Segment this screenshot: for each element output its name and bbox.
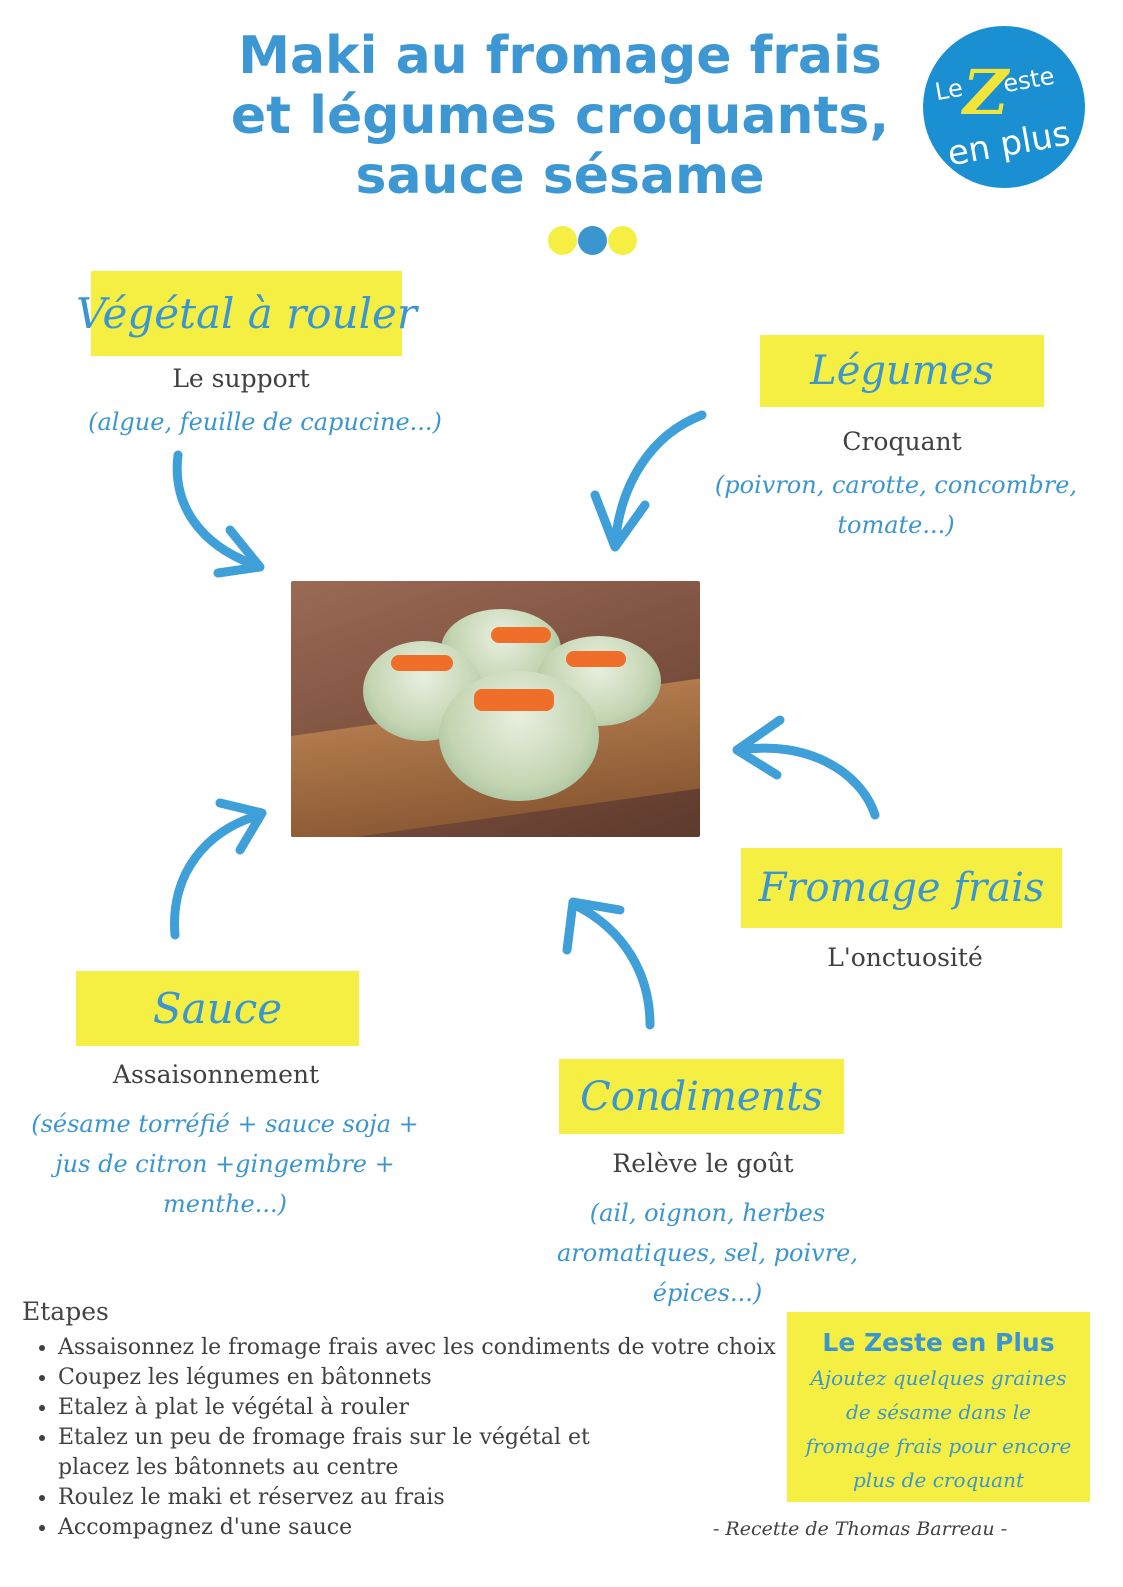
step-item-1: Assaisonnez le fromage frais avec les co… — [58, 1333, 818, 1363]
maki-photo — [291, 581, 700, 837]
logo-este: este — [1000, 61, 1057, 99]
label-condiments: Condiments — [559, 1059, 844, 1134]
step-item-5: Roulez le maki et réservez au frais — [58, 1483, 818, 1513]
examples-vegetal: (algue, feuille de capucine...) — [88, 408, 442, 436]
dot-yellow-left — [548, 226, 577, 255]
le-zeste-en-plus-logo: Le Z este en plus — [923, 26, 1085, 188]
carrot-left — [391, 655, 453, 671]
steps-title: Etapes — [22, 1297, 109, 1326]
subtitle-vegetal: Le support — [172, 364, 310, 393]
subtitle-condiments: Relève le goût — [612, 1149, 794, 1178]
title-line-3: sauce sésame — [355, 146, 765, 206]
examples-condiments-line1: (ail, oignon, herbes — [589, 1199, 826, 1227]
carrot-right — [566, 651, 626, 667]
examples-condiments-line2: aromatiques, sel, poivre, — [556, 1239, 859, 1267]
step-item-4: Etalez un peu de fromage frais sur le vé… — [58, 1423, 658, 1483]
logo-le: Le — [932, 73, 965, 107]
label-sauce: Sauce — [76, 971, 359, 1046]
examples-condiments-line3: épices...) — [652, 1279, 763, 1307]
label-vegetal: Végétal à rouler — [76, 271, 417, 356]
recipe-credit: - Recette de Thomas Barreau - — [712, 1518, 1008, 1540]
arrow-icon-legumes — [590, 410, 707, 552]
step-item-2: Coupez les légumes en bâtonnets — [58, 1363, 818, 1393]
dot-blue — [578, 226, 607, 255]
arrow-icon-fromage — [732, 715, 880, 820]
examples-sauce-line3: menthe...) — [163, 1190, 287, 1218]
arrow-icon-vegetal — [172, 450, 265, 578]
zeste-tip-box: Le Zeste en Plus Ajoutez quelques graine… — [787, 1312, 1090, 1502]
subtitle-fromage-frais: L'onctuosité — [827, 943, 983, 972]
label-legumes: Légumes — [760, 335, 1044, 407]
examples-sauce-line1: (sésame torréfié + sauce soja + — [31, 1110, 419, 1138]
carrot-front — [474, 689, 554, 711]
dot-yellow-right — [608, 226, 637, 255]
logo-z: Z — [963, 56, 1009, 129]
arrow-icon-condiments — [562, 897, 655, 1030]
step-item-3: Etalez à plat le végétal à rouler — [58, 1393, 818, 1423]
decorative-dots — [548, 226, 638, 256]
examples-condiments: (ail, oignon, herbes aromatiques, sel, p… — [535, 1193, 880, 1313]
examples-legumes-line1: (poivron, carotte, concombre, — [714, 471, 1078, 499]
title-line-2: et légumes croquants, — [230, 86, 890, 146]
steps-list: Assaisonnez le fromage frais avec les co… — [30, 1333, 818, 1543]
examples-legumes: (poivron, carotte, concombre, tomate...) — [700, 465, 1092, 545]
subtitle-legumes: Croquant — [842, 427, 962, 456]
examples-sauce: (sésame torréfié + sauce soja + jus de c… — [30, 1104, 420, 1224]
carrot-back — [491, 627, 551, 643]
examples-legumes-line2: tomate...) — [837, 511, 955, 539]
tip-body: Ajoutez quelques graines de sésame dans … — [805, 1366, 1072, 1492]
title-line-1: Maki au fromage frais — [238, 26, 882, 86]
page-title: Maki au fromage frais et légumes croquan… — [180, 26, 940, 206]
examples-sauce-line2: jus de citron +gingembre + — [55, 1150, 395, 1178]
subtitle-sauce: Assaisonnement — [112, 1060, 320, 1089]
step-item-6: Accompagnez d'une sauce — [58, 1513, 818, 1543]
tip-title: Le Zeste en Plus — [822, 1328, 1055, 1357]
label-fromage-frais: Fromage frais — [741, 848, 1062, 928]
arrow-icon-sauce — [170, 798, 267, 940]
